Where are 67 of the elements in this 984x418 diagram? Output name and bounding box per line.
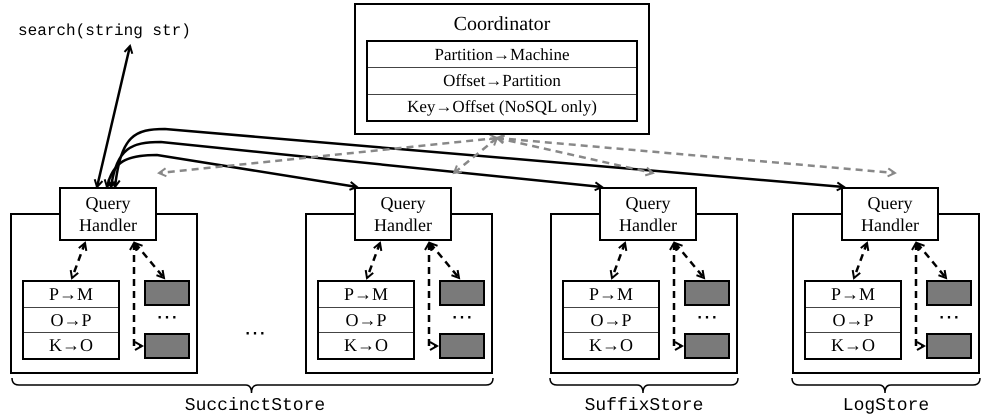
- group-label: LogStore: [842, 395, 930, 417]
- table-row: O→P: [24, 306, 118, 332]
- coordinator-box: [354, 3, 650, 135]
- handler-box: Query Handler: [354, 187, 452, 241]
- table-row: Offset→Partition: [368, 67, 636, 94]
- arrow: [429, 242, 460, 279]
- arrow: [104, 154, 358, 191]
- arrow: [852, 242, 870, 279]
- handler-box: Query Handler: [841, 187, 939, 241]
- box-title: Coordinator: [452, 12, 552, 37]
- storage-block: [684, 333, 730, 359]
- group-label: SuccinctStore: [184, 395, 326, 417]
- storage-block: [144, 280, 190, 306]
- table-row-text: Partition→Machine: [433, 44, 571, 66]
- arrow: [134, 242, 165, 279]
- ellipsis: ⋯: [695, 307, 719, 327]
- storage-block: [926, 280, 972, 306]
- table-row-text: P→M: [830, 282, 876, 306]
- storage-block: [439, 280, 485, 306]
- arrow: [364, 242, 382, 279]
- ellipsis: ⋯: [155, 307, 179, 327]
- table-row-text: P→M: [342, 282, 389, 306]
- arrow: [111, 128, 845, 192]
- server-frame: [792, 213, 980, 374]
- storage-block: [144, 333, 190, 359]
- handler-box: Query Handler: [599, 187, 697, 241]
- table-row: O→P: [319, 306, 413, 332]
- group-label: SuffixStore: [584, 395, 704, 417]
- arrow: [496, 134, 896, 178]
- mapping-table: [562, 280, 660, 360]
- arrow: [158, 134, 498, 178]
- table-row: O→P: [806, 306, 900, 332]
- table-row: K→O: [24, 332, 118, 358]
- arrow: [94, 45, 134, 188]
- arrow: [669, 242, 683, 351]
- ellipsis: ⋯: [450, 307, 474, 327]
- handler-box: Query Handler: [59, 187, 157, 241]
- server-frame: [550, 213, 738, 374]
- ellipsis: ⋯: [937, 307, 961, 327]
- arrow: [70, 242, 88, 279]
- table-row-text: P→M: [48, 282, 94, 306]
- arrow: [496, 134, 654, 176]
- arrow: [129, 242, 143, 351]
- table-row-text: P→M: [588, 282, 634, 306]
- table-row: K→O: [319, 332, 413, 358]
- table-row: K→O: [806, 332, 900, 358]
- arrow: [911, 242, 925, 351]
- arrow: [610, 242, 628, 279]
- mapping-table: [366, 40, 638, 122]
- function-signature: search(string str): [18, 18, 250, 44]
- mapping-table: [317, 280, 415, 360]
- arrow: [424, 242, 438, 351]
- storage-block: [926, 333, 972, 359]
- table-row: O→P: [564, 306, 658, 332]
- storage-block: [439, 333, 485, 359]
- arrow: [674, 242, 705, 279]
- arrow: [453, 137, 498, 174]
- mapping-table: [804, 280, 902, 360]
- server-frame: [305, 213, 493, 374]
- mapping-table: [22, 280, 120, 360]
- storage-block: [684, 280, 730, 306]
- table-row: K→O: [564, 332, 658, 358]
- server-frame: [10, 213, 198, 374]
- ellipsis: ⋯: [243, 323, 267, 343]
- arrow: [916, 242, 947, 279]
- arrow: [107, 140, 603, 192]
- table-row: Key→Offset (NoSQL only): [368, 94, 636, 120]
